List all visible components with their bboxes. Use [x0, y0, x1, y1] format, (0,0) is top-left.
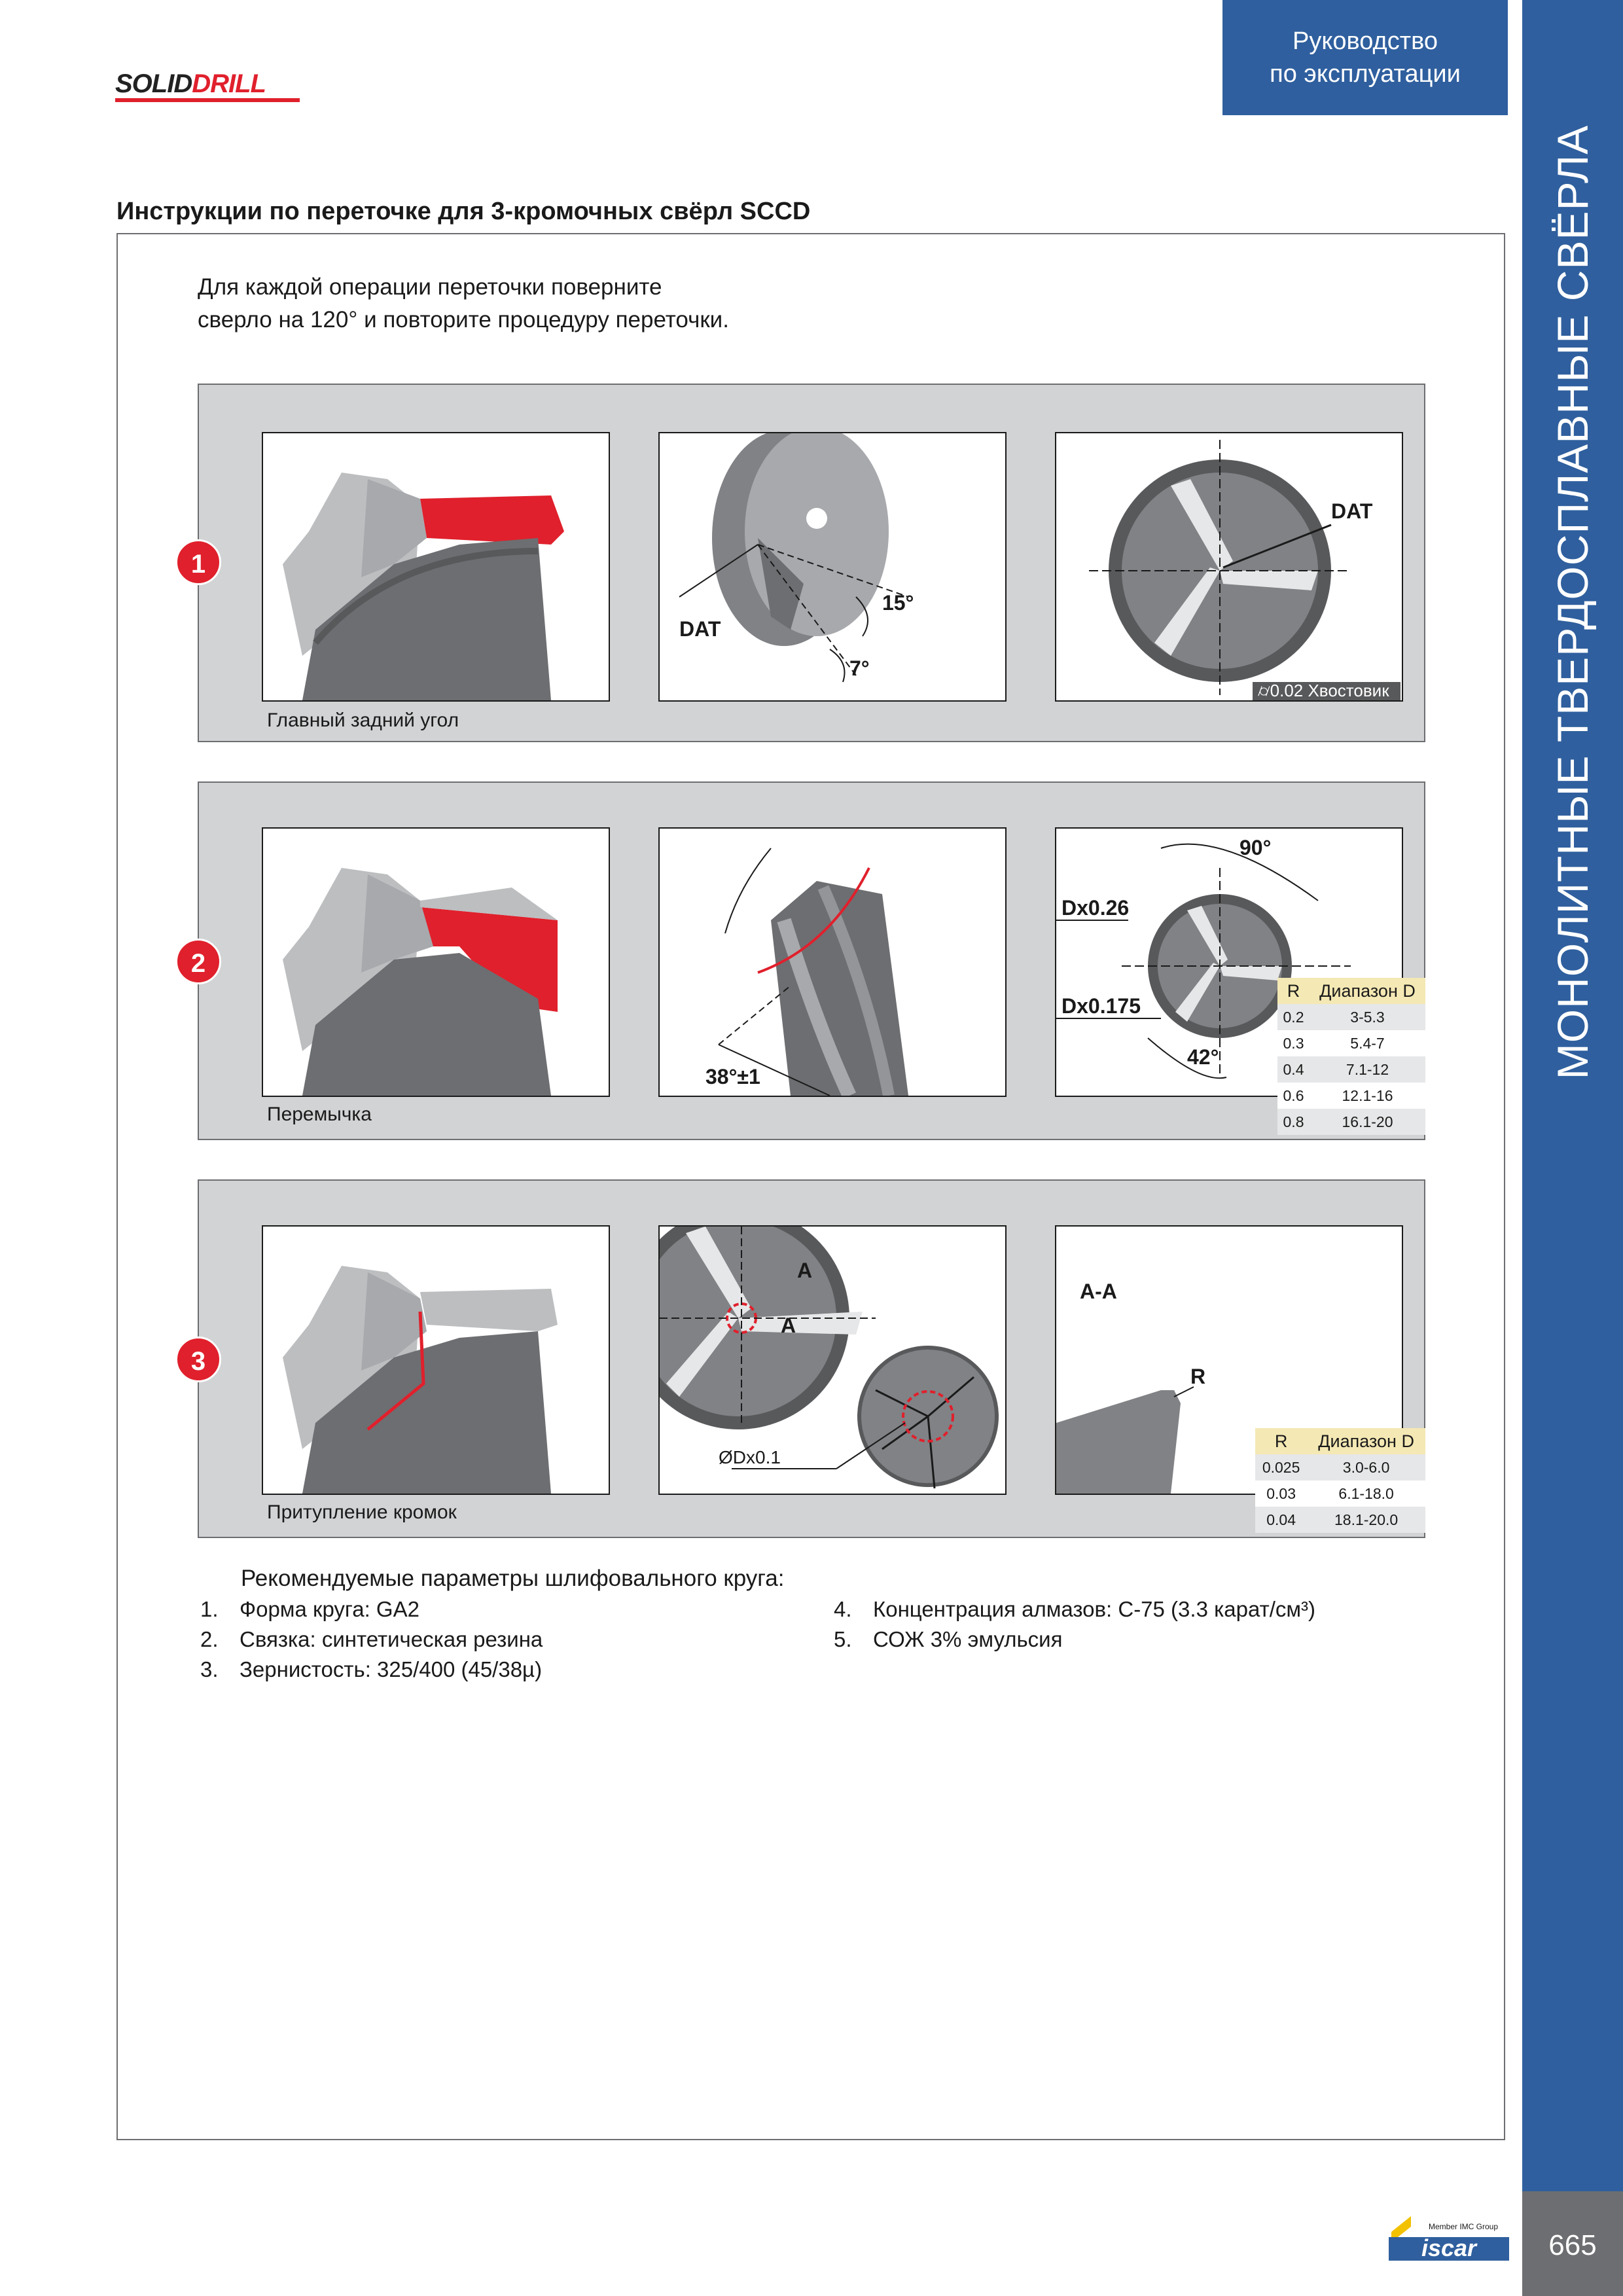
step-1-shank-note: ⌭0.02 Хвостовик	[1258, 681, 1389, 700]
section-title: Инструкции по переточке для 3-кромочных …	[116, 198, 811, 225]
iscar-logo: iscar Member IMC Group	[1389, 2216, 1509, 2261]
manual-tab-line1: Руководство	[1292, 27, 1438, 55]
params-title: Рекомендуемые параметры шлифовального кр…	[241, 1566, 785, 1591]
step-2-angle-90: 90°	[1240, 836, 1271, 859]
step-2-image-drill-tip	[262, 827, 610, 1097]
step-2-table-header-range: Диапазон D	[1310, 978, 1425, 1004]
step-3-table-header-r: R	[1255, 1428, 1308, 1454]
step-2-image-drill-side: 38°±1	[658, 827, 1007, 1097]
list-item: 1.Форма круга: GA2	[200, 1597, 419, 1621]
step-1-image-grinding-wheel: DAT 15° 7°	[658, 432, 1007, 702]
step-3-caption: Притупление кромок	[267, 1501, 457, 1523]
step-1-dat-left: DAT	[679, 617, 721, 641]
brand-member: Member IMC Group	[1429, 2222, 1498, 2231]
step-1-badge: 1	[175, 539, 221, 585]
step-3-image-drill-tip	[262, 1225, 610, 1495]
step-3-panel: 3 A A ØDx0.1	[175, 1179, 1425, 1538]
step-1-image-drill-face: DAT ⌭0.02 Хвостовик	[1055, 432, 1403, 702]
manual-tab-line2: по эксплуатации	[1270, 60, 1461, 88]
step-2-panel: 2 38°±1	[175, 781, 1425, 1140]
step-1-panel: 1 DAT 15° 7°	[175, 384, 1425, 742]
list-item: 2.Связка: синтетическая резина	[200, 1627, 543, 1651]
step-2-badge: 2	[175, 939, 221, 984]
step-1-image-drill-tip	[262, 432, 610, 702]
step-3-dia: ØDx0.1	[719, 1447, 781, 1467]
content-frame	[116, 233, 1505, 2140]
manual-tab[interactable]: Руководство по эксплуатации	[1222, 0, 1508, 115]
step-2-dx026: Dx0.26	[1061, 896, 1129, 920]
step-3-a-top: A	[797, 1259, 812, 1282]
page-number-box: 665	[1522, 2191, 1623, 2296]
step-3-section-label: A-A	[1080, 1280, 1117, 1303]
step-1-dat-right: DAT	[1331, 499, 1373, 523]
step-3-a-bottom: A	[781, 1314, 796, 1337]
chapter-title: МОНОЛИТНЫЕ ТВЕРДОСПЛАВНЫЕ СВЁРЛА	[1548, 124, 1597, 1080]
intro-text: Для каждой операции переточки поверните …	[198, 274, 729, 332]
step-2-angle-38: 38°±1	[705, 1065, 760, 1088]
step-3-image-edge-detail: A A ØDx0.1	[658, 1225, 1007, 1495]
step-3-r-label: R	[1190, 1365, 1205, 1388]
step-1-caption: Главный задний угол	[267, 709, 459, 731]
step-1-angle-15: 15°	[882, 591, 914, 615]
step-2-dx0175: Dx0.175	[1061, 994, 1141, 1018]
side-chapter-bar	[1522, 0, 1623, 2191]
step-2-table-header-r: R	[1277, 978, 1310, 1004]
step-2-caption: Перемычка	[267, 1103, 372, 1125]
step-3-table-header-range: Диапазон D	[1307, 1428, 1425, 1454]
step-3-badge: 3	[175, 1336, 221, 1382]
list-item: 3.Зернистость: 325/400 (45/38µ)	[200, 1657, 543, 1681]
solid-drill-logo: SOLIDDRILL	[115, 69, 300, 102]
params-list-left: 1.Форма круга: GA2 2.Связка: синтетическ…	[200, 1594, 543, 1685]
step-2-angle-42: 42°	[1187, 1045, 1219, 1069]
logo-underline	[115, 98, 300, 102]
brand-name: iscar	[1421, 2234, 1478, 2261]
step-1-angle-7: 7°	[849, 656, 870, 680]
page-number: 665	[1548, 2229, 1597, 2261]
params-list-right: 4.Концентрация алмазов: C-75 (3.3 карат/…	[834, 1594, 1315, 1655]
list-item: 4.Концентрация алмазов: C-75 (3.3 карат/…	[834, 1597, 1316, 1621]
list-item: 5.СОЖ 3% эмульсия	[834, 1627, 1063, 1651]
